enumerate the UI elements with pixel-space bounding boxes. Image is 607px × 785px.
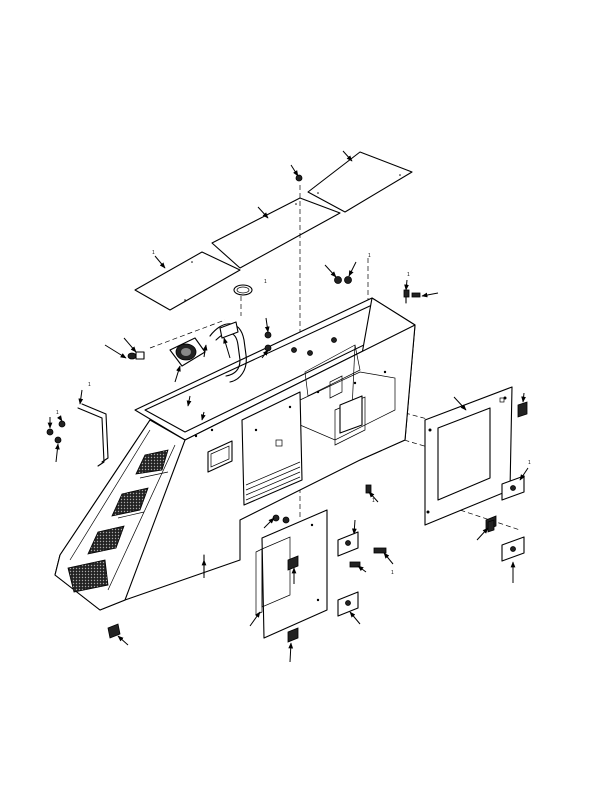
right-access-door: [424, 386, 513, 526]
bolt-top: [295, 174, 303, 182]
clip-bottom: [107, 623, 121, 639]
roof-panel-right: [307, 151, 413, 213]
screw-right-door: [487, 519, 495, 533]
roof-panel-center: [211, 197, 341, 269]
fasteners: [46, 174, 495, 639]
screw-arrow-right: [411, 292, 421, 298]
svg-text:1: 1: [407, 272, 410, 278]
roof-panel-left: [134, 251, 241, 311]
svg-text:1: 1: [88, 382, 91, 388]
svg-text:1: 1: [372, 498, 375, 504]
svg-text:1: 1: [56, 410, 59, 416]
stairway: [54, 419, 186, 611]
lower-access-door: [255, 509, 328, 639]
bolts-housing-top: [291, 337, 337, 356]
svg-text:1: 1: [264, 279, 267, 285]
hinge-lower-2: [337, 591, 359, 617]
svg-text:1: 1: [152, 250, 155, 256]
svg-text:1: 1: [391, 570, 394, 576]
bolt-mid-1: [264, 331, 272, 339]
bolt-mid-front: [365, 484, 372, 494]
hinges-latches: [287, 401, 528, 643]
svg-text:1: 1: [528, 460, 531, 466]
heater-duct-assembly: [169, 284, 253, 383]
knobs-front: [272, 514, 290, 524]
handrail: [77, 403, 109, 467]
hinge-right-1: [501, 475, 525, 501]
svg-text:1: 1: [368, 253, 371, 259]
latch-lower-2: [287, 627, 299, 643]
hinge-lower-1: [337, 531, 359, 557]
latch-lower-1: [287, 555, 299, 571]
callout-arrows: [47, 150, 529, 663]
pin-right: [373, 547, 387, 554]
screw-right-top: [403, 289, 410, 304]
plug-left: [127, 351, 145, 360]
pin-lower: [349, 561, 361, 568]
nut-pair-top: [334, 276, 352, 284]
heater-unit: [169, 337, 206, 367]
hinge-right-2: [501, 536, 525, 562]
latch-right-upper: [517, 401, 528, 418]
index-marks: 1 1 1 1 1 1 1 1 1: [56, 250, 531, 576]
